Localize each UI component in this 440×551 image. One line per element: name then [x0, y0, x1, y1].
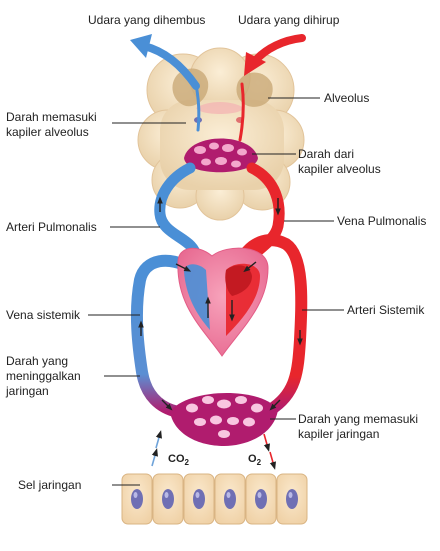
leader-lines [88, 97, 344, 486]
systemic-vein [130, 254, 196, 418]
pulmonary-vein-label: Vena Pulmonalis [337, 214, 427, 228]
tissue-cells-label: Sel jaringan [18, 478, 82, 492]
co2-label: CO2 [168, 453, 189, 468]
nucleus-highlight [195, 492, 200, 498]
systemic-artery [230, 234, 308, 416]
blood-from-alveolar-capillary-label: Darah dari kapiler alveolus [298, 147, 381, 176]
inhaled-air-label: Udara yang dihirup [238, 13, 340, 27]
exhaled-air-label: Udara yang dihembus [88, 13, 206, 27]
exhaled-air-arrow [130, 34, 200, 90]
o2-label: O2 [248, 453, 262, 468]
cell-nucleus [286, 489, 298, 509]
nucleus-highlight [288, 492, 293, 498]
tissue-capillary [170, 392, 278, 446]
blood-leaving-tissue-label: Darah yang meninggalkan jaringan [6, 354, 81, 398]
heart [177, 247, 269, 357]
cell-nucleus [162, 489, 174, 509]
tissue-cells [121, 473, 308, 525]
pulmonary-artery-label: Arteri Pulmonalis [6, 220, 97, 234]
cell-nucleus [193, 489, 205, 509]
alveolar-capillary [184, 138, 258, 173]
nucleus-highlight [133, 492, 138, 498]
nucleus-highlight [226, 492, 231, 498]
alveolus-label: Alveolus [324, 91, 370, 105]
blood-entering-alveolar-capillary-label: Darah memasuki kapiler alveolus [6, 110, 97, 139]
cell-nucleus [224, 489, 236, 509]
o2-arrows [263, 433, 276, 470]
systemic-artery-label: Arteri Sistemik [347, 303, 425, 317]
flow-arrows [138, 196, 303, 411]
systemic-vein-label: Vena sistemik [6, 308, 81, 322]
co2-arrows [151, 430, 162, 467]
cell-nucleus [255, 489, 267, 509]
cell-nucleus [131, 489, 143, 509]
nucleus-highlight [164, 492, 169, 498]
blood-entering-tissue-capillary-label: Darah yang memasuki kapiler jaringan [298, 412, 419, 441]
inhaled-air-arrow [244, 34, 306, 76]
nucleus-highlight [257, 492, 262, 498]
